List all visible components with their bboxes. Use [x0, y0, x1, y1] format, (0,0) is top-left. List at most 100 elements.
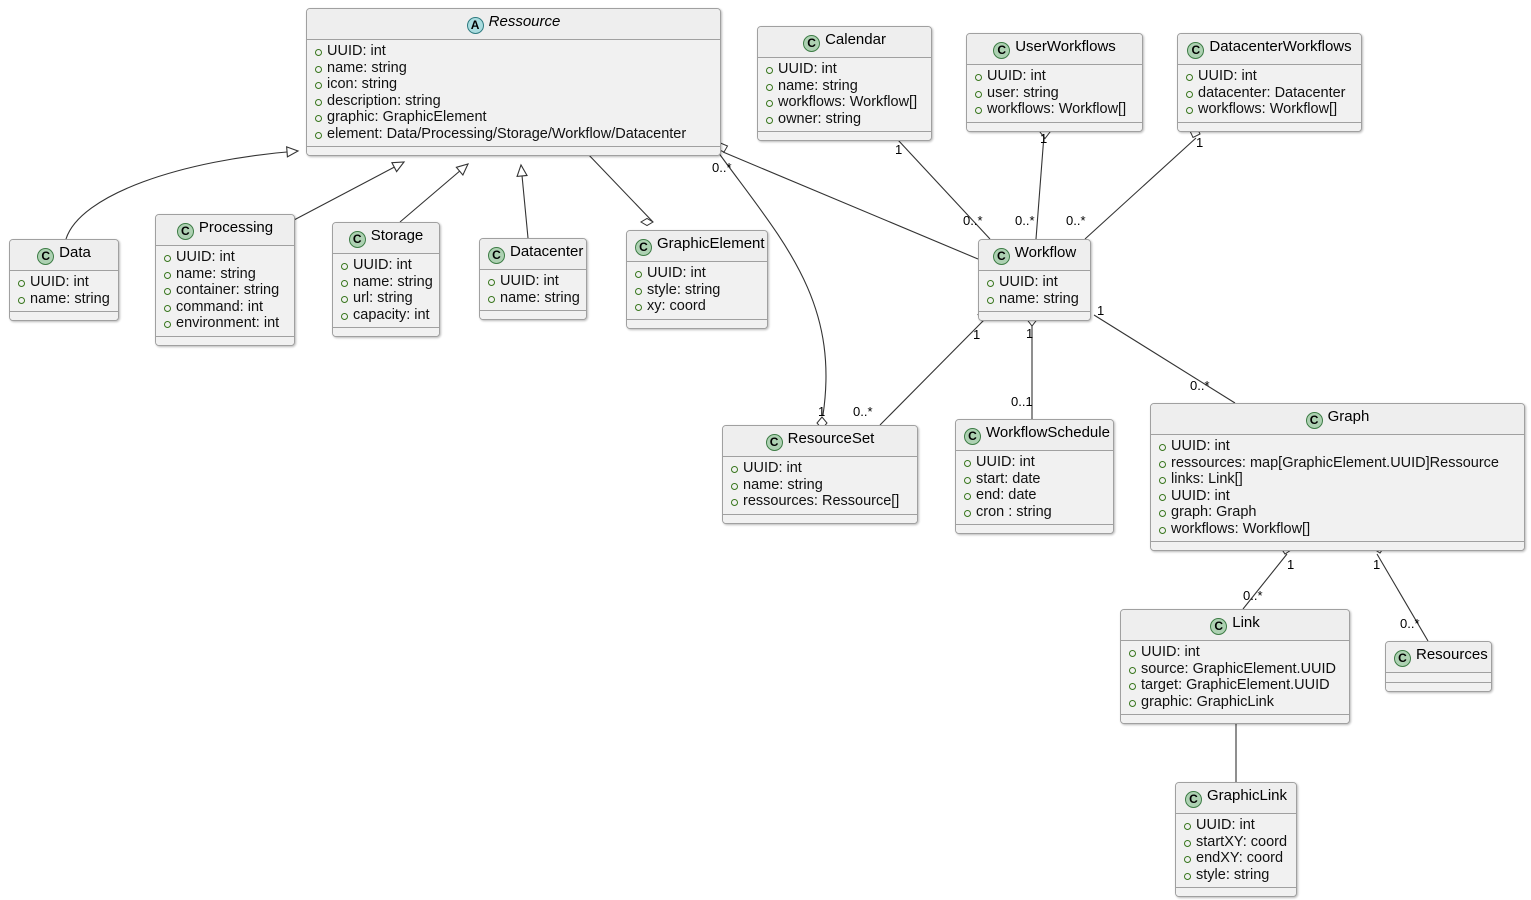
- attribute-row: name: string: [486, 290, 580, 307]
- class-methods-datacenterworkflows: [1178, 121, 1361, 131]
- multiplicity-label: 1: [1040, 131, 1048, 146]
- class-icon: C: [765, 434, 783, 451]
- attribute-row: element: Data/Processing/Storage/Workflo…: [313, 126, 714, 143]
- attribute-row: UUID: int: [973, 68, 1136, 85]
- class-methods-graphicelement: [627, 318, 767, 328]
- multiplicity-label: 1: [1196, 135, 1204, 150]
- class-header-workflowschedule: C WorkflowSchedule: [956, 420, 1113, 451]
- attribute-row: name: string: [339, 274, 433, 291]
- class-name-workflowschedule: WorkflowSchedule: [986, 424, 1110, 441]
- attribute-row: name: string: [313, 60, 714, 77]
- attribute-row: graphic: GraphicLink: [1127, 694, 1343, 711]
- attribute-row: UUID: int: [1184, 68, 1355, 85]
- attribute-row: owner: string: [764, 111, 925, 128]
- multiplicity-label: 1: [973, 327, 981, 342]
- attribute-row: UUID: int: [1157, 488, 1518, 505]
- edge-datacenterworkflows-to-workflow: [1084, 126, 1201, 240]
- attribute-row: xy: coord: [633, 298, 761, 315]
- class-methods-link: [1121, 714, 1349, 723]
- class-icon: C: [964, 428, 981, 445]
- class-methods-resourceset: [723, 513, 917, 523]
- class-methods-workflow: [979, 311, 1090, 320]
- attribute-row: graphic: GraphicElement: [313, 109, 714, 126]
- class-methods-graphiclink: [1176, 887, 1296, 896]
- multiplicity-label: 0..*: [1190, 378, 1210, 393]
- class-name-storage: Storage: [370, 227, 424, 244]
- attribute-row: datacenter: Datacenter: [1184, 85, 1355, 102]
- attribute-row: command: int: [162, 299, 288, 316]
- attribute-row: workflows: Workflow[]: [1157, 521, 1518, 538]
- attribute-row: target: GraphicElement.UUID: [1127, 677, 1343, 694]
- multiplicity-label: 1: [818, 404, 826, 419]
- class-name-datacenterworkflows: DatacenterWorkflows: [1209, 38, 1352, 55]
- class-methods-resources: [1386, 682, 1491, 691]
- class-icon: C: [1184, 791, 1202, 808]
- multiplicity-label: 1: [1097, 303, 1105, 318]
- class-attributes-resources: [1386, 673, 1491, 682]
- attribute-row: links: Link[]: [1157, 471, 1518, 488]
- attribute-row: icon: string: [313, 76, 714, 93]
- attribute-row: workflows: Workflow[]: [764, 94, 925, 111]
- multiplicity-label: 0..*: [1066, 213, 1086, 228]
- class-icon: C: [1305, 412, 1323, 429]
- attribute-row: ressources: Ressource[]: [729, 493, 911, 510]
- class-name-workflow: Workflow: [1014, 244, 1077, 261]
- multiplicity-label: 1: [1373, 557, 1381, 572]
- attribute-row: workflows: Workflow[]: [973, 101, 1136, 118]
- multiplicity-label: 1: [895, 142, 903, 157]
- class-methods-graph: [1151, 541, 1524, 550]
- edge-processing-to-ressource: [293, 161, 406, 221]
- class-icon: C: [1210, 618, 1228, 635]
- multiplicity-label: 0..*: [853, 404, 873, 419]
- class-methods-storage: [333, 327, 439, 336]
- class-icon: C: [992, 248, 1010, 265]
- attribute-row: UUID: int: [985, 274, 1084, 291]
- attribute-row: UUID: int: [962, 454, 1107, 471]
- attribute-row: UUID: int: [633, 265, 761, 282]
- attribute-row: ressources: map[GraphicElement.UUID]Ress…: [1157, 455, 1518, 472]
- attribute-row: url: string: [339, 290, 433, 307]
- class-name-graphiclink: GraphicLink: [1206, 787, 1288, 804]
- multiplicity-label: 0..*: [1400, 616, 1420, 631]
- attribute-row: UUID: int: [486, 273, 580, 290]
- class-methods-processing: [156, 335, 294, 345]
- edge-workflow-to-resourceset: [879, 310, 989, 426]
- attribute-row: UUID: int: [16, 274, 112, 291]
- class-icon: C: [37, 248, 55, 265]
- attribute-row: name: string: [764, 78, 925, 95]
- class-name-resources: Resources: [1416, 646, 1488, 663]
